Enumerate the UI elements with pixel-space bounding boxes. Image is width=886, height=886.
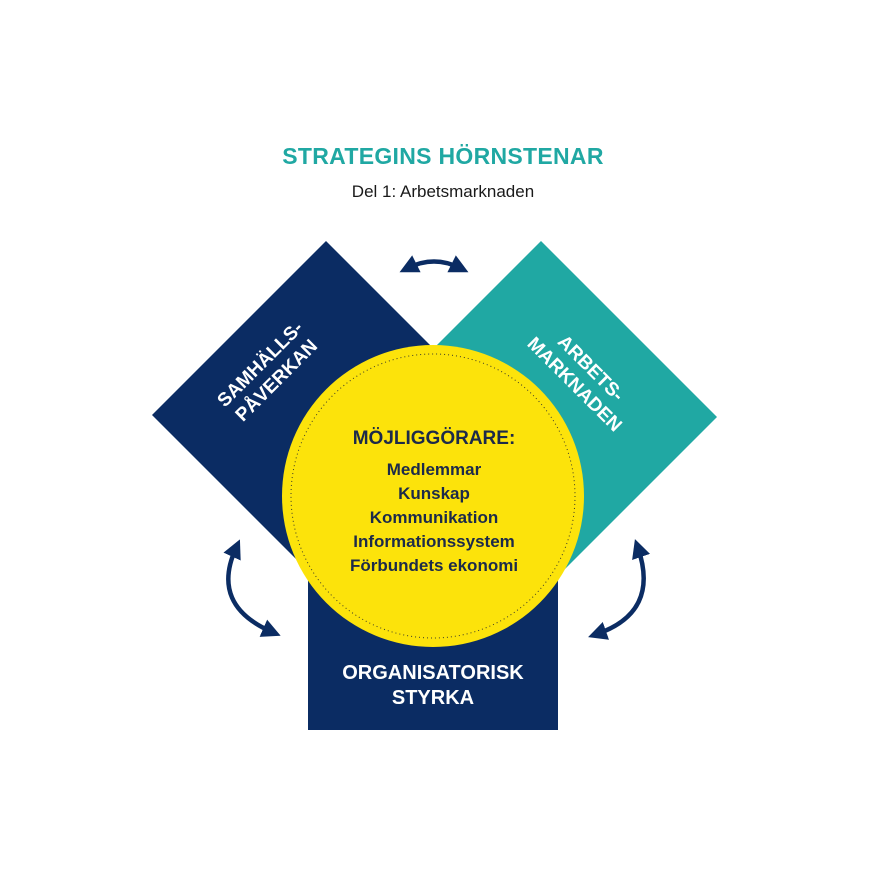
double-arrow-top-icon <box>399 255 469 273</box>
double-arrow-right-icon <box>588 539 651 640</box>
enabler-item: Kommunikation <box>370 508 498 527</box>
double-arrow-left-icon <box>223 539 281 637</box>
enablers-heading: MÖJLIGGÖRARE: <box>353 428 516 449</box>
enabler-item: Informationssystem <box>353 532 515 551</box>
enablers-circle-dotted-ring <box>290 353 576 639</box>
diagram-title: STRATEGINS HÖRNSTENAR <box>282 143 604 169</box>
enabler-item: Förbundets ekonomi <box>350 556 518 575</box>
enabler-item: Medlemmar <box>387 460 482 479</box>
enablers-circle <box>282 345 584 647</box>
pillar-bottom-label-line1: ORGANISATORISK <box>342 662 524 684</box>
pillar-bottom-label-line2: STYRKA <box>392 687 474 709</box>
diagram-subtitle: Del 1: Arbetsmarknaden <box>351 182 535 201</box>
enabler-item: Kunskap <box>398 484 470 503</box>
